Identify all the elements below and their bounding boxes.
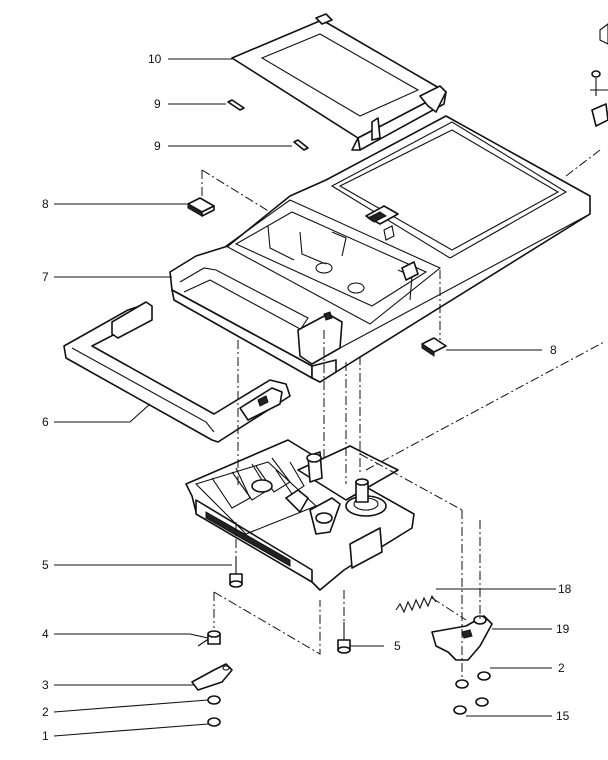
screw-part-5-bottom	[337, 622, 351, 654]
callout-6: 6	[42, 415, 49, 429]
rubber-foot-part-right	[421, 337, 447, 357]
callout-15: 15	[556, 709, 570, 723]
leader-lines	[53, 58, 556, 737]
callout-5-bottom: 5	[394, 639, 401, 653]
right-edge-fragment-top	[590, 23, 608, 127]
callout-18: 18	[558, 582, 572, 596]
washer-part-2-right	[475, 671, 491, 707]
callout-7: 7	[42, 270, 49, 284]
washer-part-2-left	[207, 695, 221, 705]
pin-part-upper	[227, 99, 245, 111]
arm-part-3	[191, 663, 233, 691]
tape-mechanism-part	[185, 439, 415, 591]
cassette-door-part	[231, 13, 447, 151]
callout-2-left: 2	[42, 705, 49, 719]
callout-9-lower: 9	[154, 139, 161, 153]
spring-part-18	[395, 594, 437, 614]
callout-10: 10	[148, 52, 162, 66]
callout-19: 19	[556, 622, 570, 636]
main-housing-part	[169, 115, 591, 383]
callout-8-lower: 8	[550, 343, 557, 357]
callout-8-upper: 8	[42, 197, 49, 211]
callout-1: 1	[42, 729, 49, 743]
screw-part-15-left	[453, 679, 469, 715]
callout-3: 3	[42, 678, 49, 692]
callout-4: 4	[42, 627, 49, 641]
callout-9-upper: 9	[154, 97, 161, 111]
assembly-center-lines	[201, 149, 605, 680]
callout-5-left: 5	[42, 558, 49, 572]
callout-2-right: 2	[558, 661, 565, 675]
shaft-part-4	[197, 630, 221, 647]
pin-part-lower	[293, 139, 309, 151]
screw-part-1	[207, 717, 221, 727]
front-bezel-part	[63, 301, 291, 443]
screw-part-5-left	[229, 556, 243, 588]
rubber-foot-part-left	[187, 197, 215, 217]
